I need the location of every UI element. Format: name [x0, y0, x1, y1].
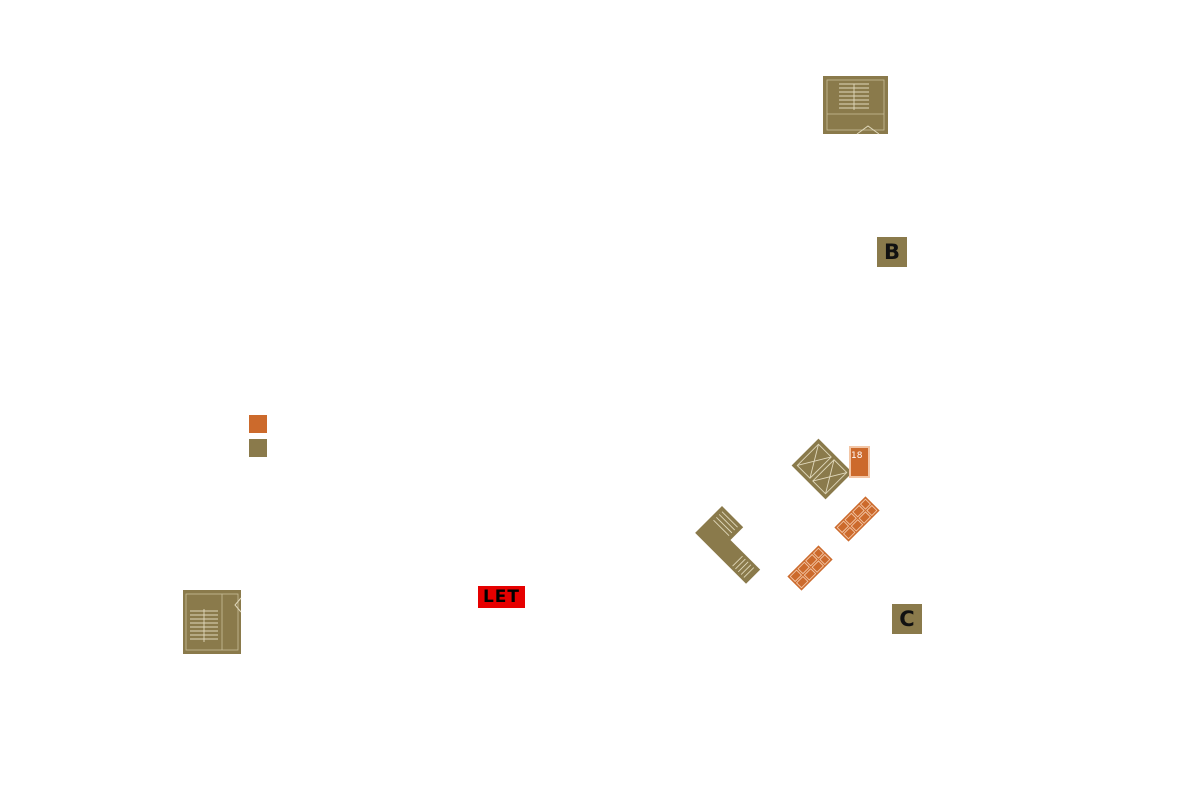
stair-core-top-shape: [823, 76, 888, 134]
block-c-tag[interactable]: C: [892, 604, 922, 634]
stair-treads-top: [839, 83, 869, 110]
block-b-tag[interactable]: B: [877, 237, 907, 267]
stair-core-angled[interactable]: [695, 506, 773, 584]
unit-group-bottom[interactable]: [787, 545, 833, 591]
lift-core[interactable]: [791, 438, 853, 500]
legend-swatch-core: [249, 439, 267, 457]
stair-core-left-outline: [185, 593, 239, 651]
unit-group-bottom-partitions: [789, 547, 831, 589]
door-swing-left: [234, 597, 242, 613]
stair-core-top-outline: [826, 79, 885, 131]
stair-treads-angled: [713, 511, 755, 578]
unit-group-right-shape: [834, 496, 880, 542]
stair-core-top[interactable]: [823, 76, 888, 135]
stair-core-left[interactable]: [183, 590, 242, 654]
unit-18[interactable]: 18: [849, 446, 870, 478]
unit-18-shape: [851, 448, 868, 476]
door-swing-top: [856, 125, 880, 135]
stair-treads-left: [190, 609, 218, 642]
legend-swatch-unit: [249, 415, 267, 433]
unit-18-number: 18: [851, 451, 863, 461]
lift-core-shape: [791, 438, 853, 500]
unit-group-right-partitions: [836, 498, 878, 540]
lift-shafts: [796, 443, 848, 495]
unit-group-right[interactable]: [834, 496, 880, 542]
let-status-badge: LET: [478, 586, 525, 608]
unit-group-bottom-shape: [787, 545, 833, 591]
stair-core-angled-shape: [695, 506, 761, 584]
stair-core-left-shape: [183, 590, 241, 654]
